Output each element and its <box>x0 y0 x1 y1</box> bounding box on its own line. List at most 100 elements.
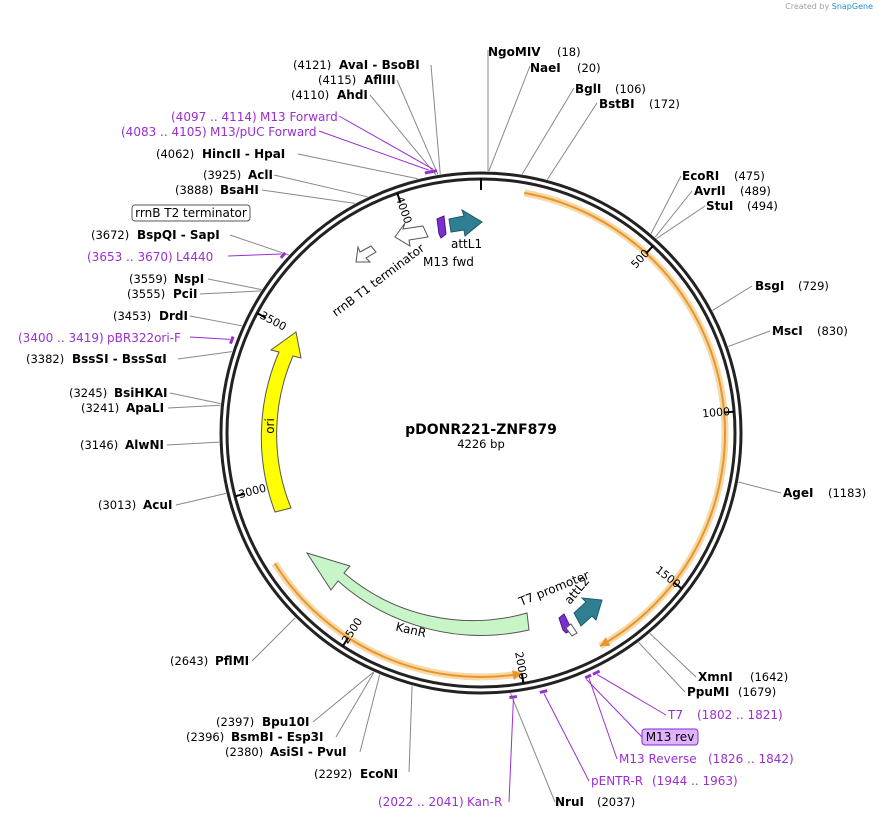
primer-m13-forward[interactable]: (4097 .. 4114)M13 Forward <box>171 110 338 124</box>
rrnb-t2-terminator-box[interactable] <box>131 204 251 222</box>
primer-site-l4440 <box>279 251 287 259</box>
primer-pentr-r[interactable]: pENTR-R(1944 .. 1963) <box>591 774 738 788</box>
enzyme-bsssi[interactable]: (3382)BssSI - BssSαI <box>26 352 167 366</box>
svg-text:(3241): (3241) <box>81 401 119 415</box>
enzyme-pcii[interactable]: (3555)PciI <box>127 287 198 301</box>
svg-text:pENTR-R: pENTR-R <box>591 774 643 788</box>
enzyme-msci[interactable]: MscI(830) <box>772 324 848 338</box>
enzyme-ppumi[interactable]: PpuMI(1679) <box>687 685 776 699</box>
enzyme-xmni[interactable]: XmnI(1642) <box>698 670 788 684</box>
svg-text:(3146): (3146) <box>80 438 118 452</box>
svg-text:AhdI: AhdI <box>337 88 368 102</box>
enzyme-ngomiv[interactable]: NgoMIV(18) <box>488 45 581 59</box>
enzyme-pflmi[interactable]: (2643)PflMI <box>170 654 249 668</box>
enzyme-bsihkai[interactable]: (3245)BsiHKAI <box>69 386 168 400</box>
leader-bsgi <box>712 285 753 311</box>
enzyme-avai-bsobi[interactable]: (4121)AvaI - BsoBI <box>293 58 420 72</box>
leader-bgli <box>521 87 575 175</box>
enzyme-bsahi[interactable]: (3888)BsaHI <box>175 183 259 197</box>
attl2-feature-arrow <box>573 597 603 627</box>
leader-bstbi <box>546 102 598 180</box>
orf-arrowhead-1 <box>512 670 522 680</box>
enzyme-bgli[interactable]: BglI(106) <box>575 82 646 96</box>
svg-text:Bpu10I: Bpu10I <box>262 715 309 729</box>
svg-text:BspQI - SapI: BspQI - SapI <box>137 228 220 242</box>
enzyme-apali[interactable]: (3241)ApaLI <box>81 401 164 415</box>
enzyme-afliii[interactable]: (4115)AflIII <box>318 73 396 87</box>
svg-text:(3925): (3925) <box>203 168 241 182</box>
svg-text:(4110): (4110) <box>291 88 329 102</box>
enzyme-naei[interactable]: NaeI(20) <box>530 61 601 75</box>
enzyme-asisi-pvui[interactable]: (2380)AsiSI - PvuI <box>225 745 347 759</box>
rrnb-t2-terminator-arrow <box>355 245 377 263</box>
leader-drdi <box>189 315 243 327</box>
svg-text:(18): (18) <box>557 45 581 59</box>
primer-t7[interactable]: T7(1802 .. 1821) <box>667 708 783 722</box>
svg-text:BsaHI: BsaHI <box>220 183 259 197</box>
leader-bsahi <box>261 189 355 204</box>
primer-site-pentr-r <box>539 689 548 694</box>
svg-text:(1679): (1679) <box>738 685 776 699</box>
svg-text:(3653 .. 3670): (3653 .. 3670) <box>87 250 173 264</box>
enzyme-bpu10i[interactable]: (2397)Bpu10I <box>216 715 309 729</box>
primer-l4440[interactable]: (3653 .. 3670)L4440 <box>87 250 213 264</box>
svg-text:(3245): (3245) <box>69 386 107 400</box>
enzyme-bsgi[interactable]: BsgI(729) <box>755 279 829 293</box>
svg-text:(172): (172) <box>649 97 680 111</box>
tick-label-1000: 1000 <box>702 405 731 420</box>
svg-text:AcuI: AcuI <box>143 498 172 512</box>
svg-text:(3555): (3555) <box>127 287 165 301</box>
enzyme-econi[interactable]: (2292)EcoNI <box>314 767 398 781</box>
primer-leader-m13-puc-forward <box>318 130 429 171</box>
enzyme-nrui[interactable]: NruI(2037) <box>555 795 635 809</box>
primer-leader-l4440 <box>227 253 282 257</box>
svg-text:(4121): (4121) <box>293 58 331 72</box>
tick-mark-2500 <box>341 637 350 647</box>
primer-m13-rev[interactable]: M13 rev <box>641 728 699 746</box>
enzyme-stui[interactable]: StuI(494) <box>706 199 778 213</box>
leader-ahdi <box>369 94 437 176</box>
enzyme-acui[interactable]: (3013) AcuI <box>98 498 172 512</box>
primer-m13-reverse[interactable]: M13 Reverse(1826 .. 1842) <box>619 752 794 766</box>
primer-m13-puc-forward[interactable]: (4083 .. 4105)M13/pUC Forward <box>121 125 317 139</box>
svg-text:(494): (494) <box>747 199 778 213</box>
leader-naei <box>488 65 531 172</box>
kanr-feature-arrow <box>305 552 530 636</box>
enzyme-nspi[interactable]: (3559)NspI <box>129 272 204 286</box>
enzyme-acli[interactable]: (3925)AclI <box>203 168 273 182</box>
enzyme-ecori[interactable]: EcoRI(475) <box>682 169 765 183</box>
svg-text:(3672): (3672) <box>91 228 129 242</box>
svg-text:EcoRI: EcoRI <box>682 169 719 183</box>
primer-site-pbr322ori-f <box>229 336 235 345</box>
t7-promoter-arrow <box>565 623 578 637</box>
enzyme-ahdi[interactable]: (4110) AhdI <box>291 88 368 102</box>
tick-mark-500 <box>645 245 654 255</box>
leader-agei <box>738 481 782 494</box>
svg-text:PflMI: PflMI <box>215 654 249 668</box>
leader-hincii-hpai <box>297 153 418 180</box>
enzyme-agei[interactable]: AgeI(1183) <box>783 486 866 500</box>
svg-text:(3013): (3013) <box>98 498 136 512</box>
enzyme-bspqi-sapi[interactable]: (3672) BspQI - SapI <box>91 228 220 242</box>
enzyme-alwni[interactable]: (3146)AlwNI <box>80 438 164 452</box>
enzyme-avrii[interactable]: AvrII(489) <box>694 184 771 198</box>
primer-pbr322ori-f[interactable]: (3400 .. 3419)pBR322ori-F <box>18 331 181 345</box>
ori-feature-label: ori <box>263 418 277 434</box>
enzyme-drdi[interactable]: (3453)DrdI <box>113 309 188 323</box>
enzyme-bsmbi-esp3i[interactable]: (2396)BsmBI - Esp3I <box>186 730 323 744</box>
primer-kan-r[interactable]: (2022 .. 2041)Kan-R <box>378 795 502 809</box>
leader-acli <box>273 174 368 198</box>
tick-mark-4000 <box>396 192 402 203</box>
backbone-outer <box>219 171 743 695</box>
svg-text:(2022 .. 2041): (2022 .. 2041) <box>378 795 464 809</box>
svg-text:M13 Reverse: M13 Reverse <box>619 752 697 766</box>
svg-text:BsgI: BsgI <box>755 279 784 293</box>
tick-mark-3000 <box>234 492 245 498</box>
enzyme-bstbi[interactable]: BstBI(172) <box>599 97 680 111</box>
primer-leader-m13-forward <box>338 115 434 170</box>
enzyme-hincii-hpai[interactable]: (4062)HincII - HpaI <box>156 147 285 161</box>
leader-xmni <box>649 632 697 678</box>
primer-leader-kan-r <box>508 699 514 803</box>
leader-apali <box>167 404 221 409</box>
svg-text:BssSI - BssSαI: BssSI - BssSαI <box>72 352 167 366</box>
